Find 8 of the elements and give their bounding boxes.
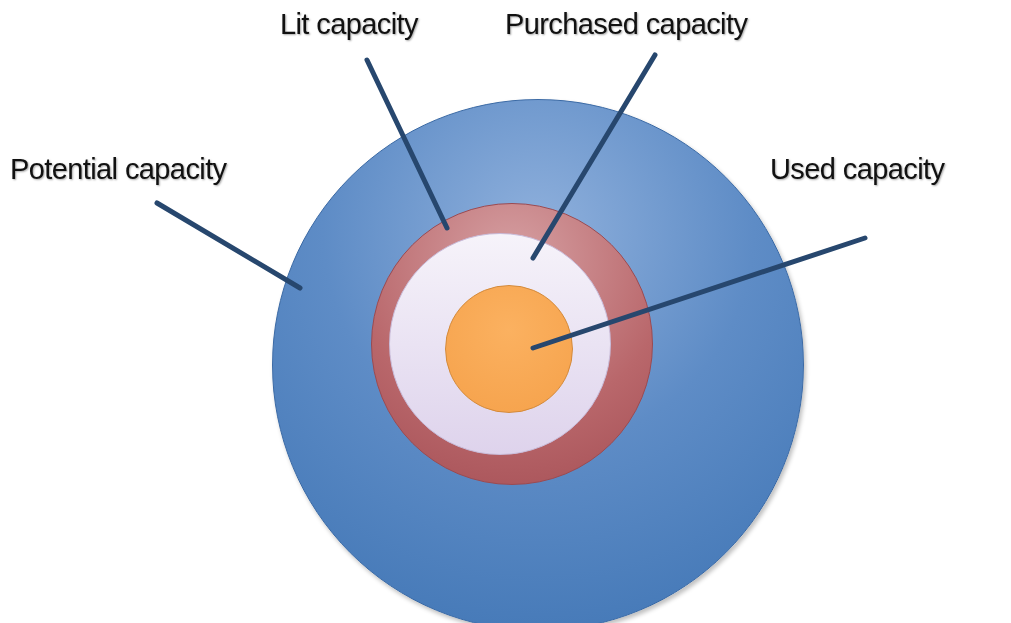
callout-label: Purchased capacity (505, 8, 748, 41)
callout-label: Potential capacity (10, 153, 227, 186)
leader-line (364, 57, 450, 231)
leader-line (530, 235, 868, 351)
leader-line (154, 200, 303, 291)
leader-line (530, 52, 658, 261)
callout-label: Used capacity (770, 153, 945, 186)
callout-label: Lit capacity (280, 8, 418, 41)
